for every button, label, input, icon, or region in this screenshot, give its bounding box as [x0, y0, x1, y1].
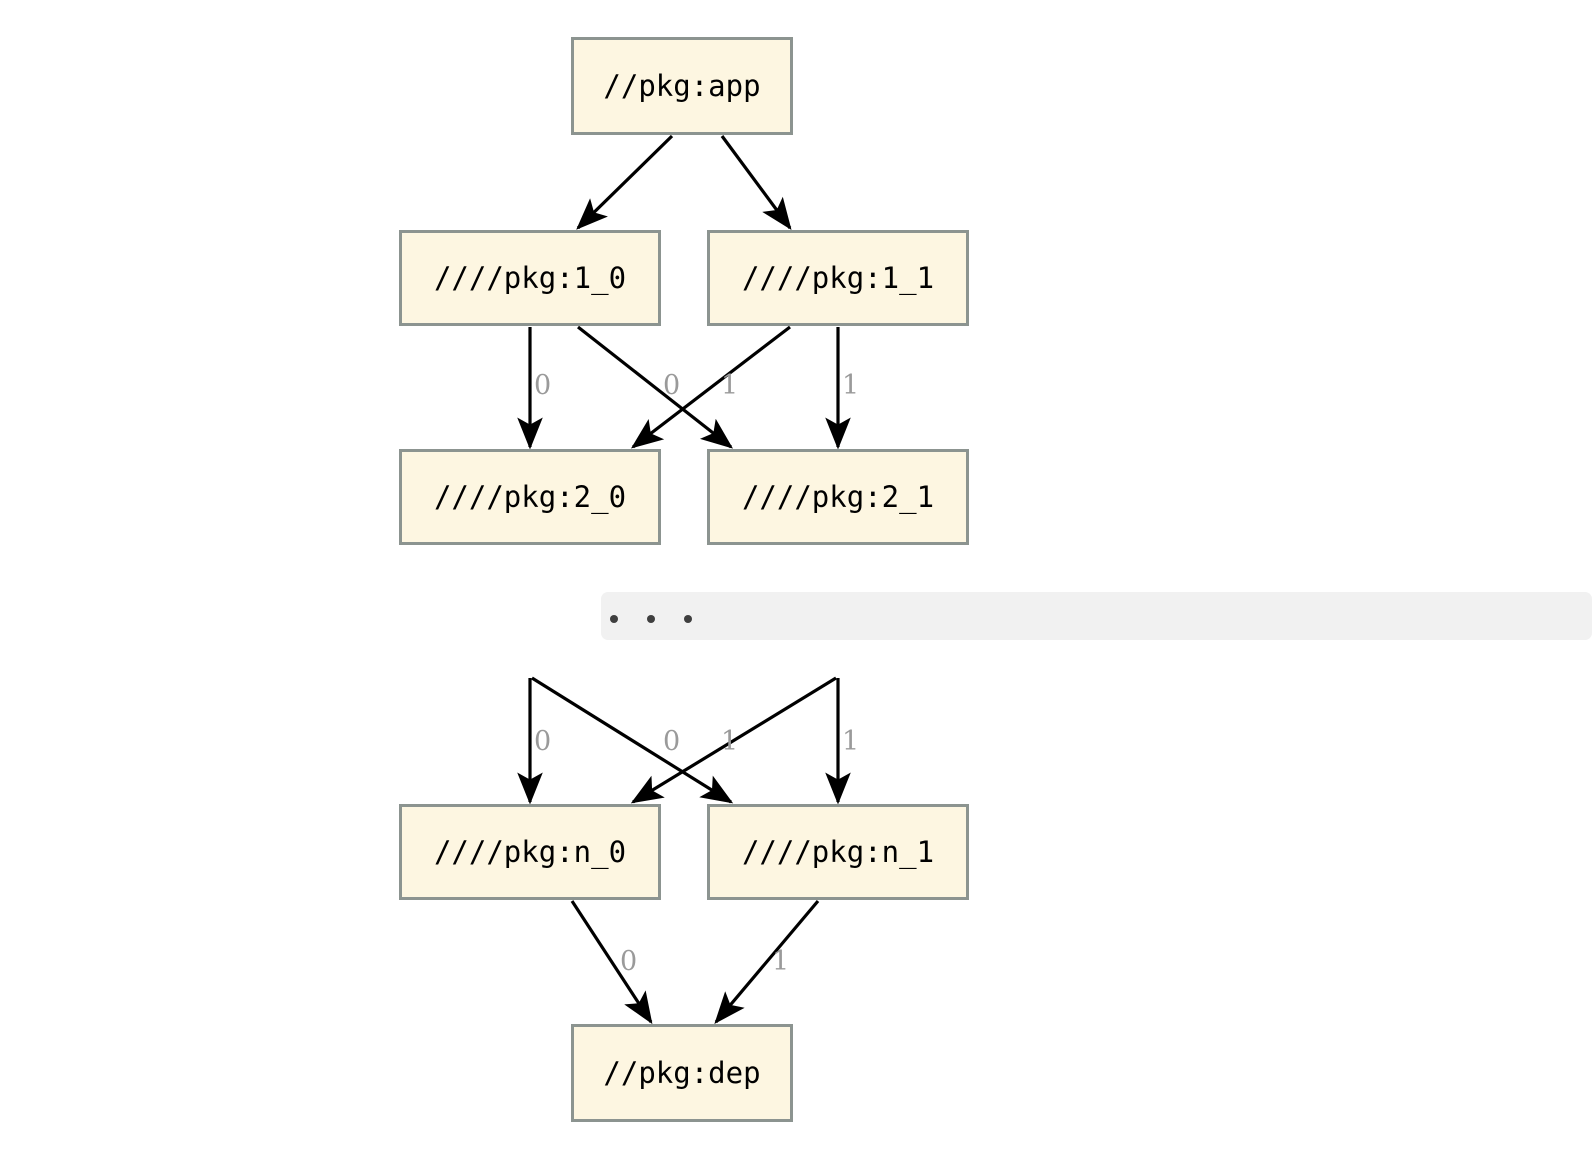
ellipsis-dots — [610, 615, 692, 623]
edge-label-1_1-to-2_1: 1 — [842, 370, 860, 401]
truncation-band — [601, 592, 1592, 640]
edge-n_0-to-dep — [570, 900, 653, 1025]
edge-app-to-1_1 — [720, 135, 792, 231]
node-label: ////pkg:n_0 — [433, 834, 627, 869]
edge-label-prev2-to-n_1: 1 — [842, 726, 860, 757]
node-dep[interactable]: //pkg:dep — [571, 1024, 793, 1122]
edge-label-prev2-to-n_0: 1 — [721, 726, 739, 757]
edge-1_1-to-2_0 — [630, 325, 791, 449]
edge-label-1_0-to-2_1: 0 — [663, 370, 681, 401]
node-label: ////pkg:2_1 — [741, 479, 935, 514]
node-label: ////pkg:2_0 — [433, 479, 627, 514]
edge-1_0-to-2_1 — [577, 325, 734, 449]
ellipsis-dot — [684, 615, 692, 623]
edge-label-n_1-to-dep: 1 — [772, 946, 790, 977]
node-label: //pkg:dep — [603, 1055, 761, 1090]
node-l1_0[interactable]: ////pkg:1_0 — [399, 230, 661, 326]
node-ln_1[interactable]: ////pkg:n_1 — [707, 804, 969, 900]
edge-label-n_0-to-dep: 0 — [620, 946, 638, 977]
node-label: ////pkg:1_0 — [433, 260, 627, 295]
node-l1_1[interactable]: ////pkg:1_1 — [707, 230, 969, 326]
node-ln_0[interactable]: ////pkg:n_0 — [399, 804, 661, 900]
node-label: //pkg:app — [603, 68, 761, 103]
edge-prev2-to-n_0 — [630, 676, 837, 804]
node-label: ////pkg:n_1 — [741, 834, 935, 869]
node-app[interactable]: //pkg:app — [571, 37, 793, 135]
edge-label-prev-to-n_1: 0 — [663, 726, 681, 757]
edge-app-to-1_0 — [576, 134, 674, 230]
edge-prev-to-n_1 — [531, 676, 734, 804]
edge-n_1-to-dep — [714, 899, 820, 1024]
node-l2_0[interactable]: ////pkg:2_0 — [399, 449, 661, 545]
node-l2_1[interactable]: ////pkg:2_1 — [707, 449, 969, 545]
edge-label-prev-to-n_0: 0 — [534, 726, 552, 757]
edge-label-1_0-to-2_0: 0 — [534, 370, 552, 401]
ellipsis-dot — [610, 615, 618, 623]
edge-label-1_1-to-2_0: 1 — [721, 370, 739, 401]
node-label: ////pkg:1_1 — [741, 260, 935, 295]
ellipsis-dot — [647, 615, 655, 623]
edges-group — [517, 134, 851, 1025]
